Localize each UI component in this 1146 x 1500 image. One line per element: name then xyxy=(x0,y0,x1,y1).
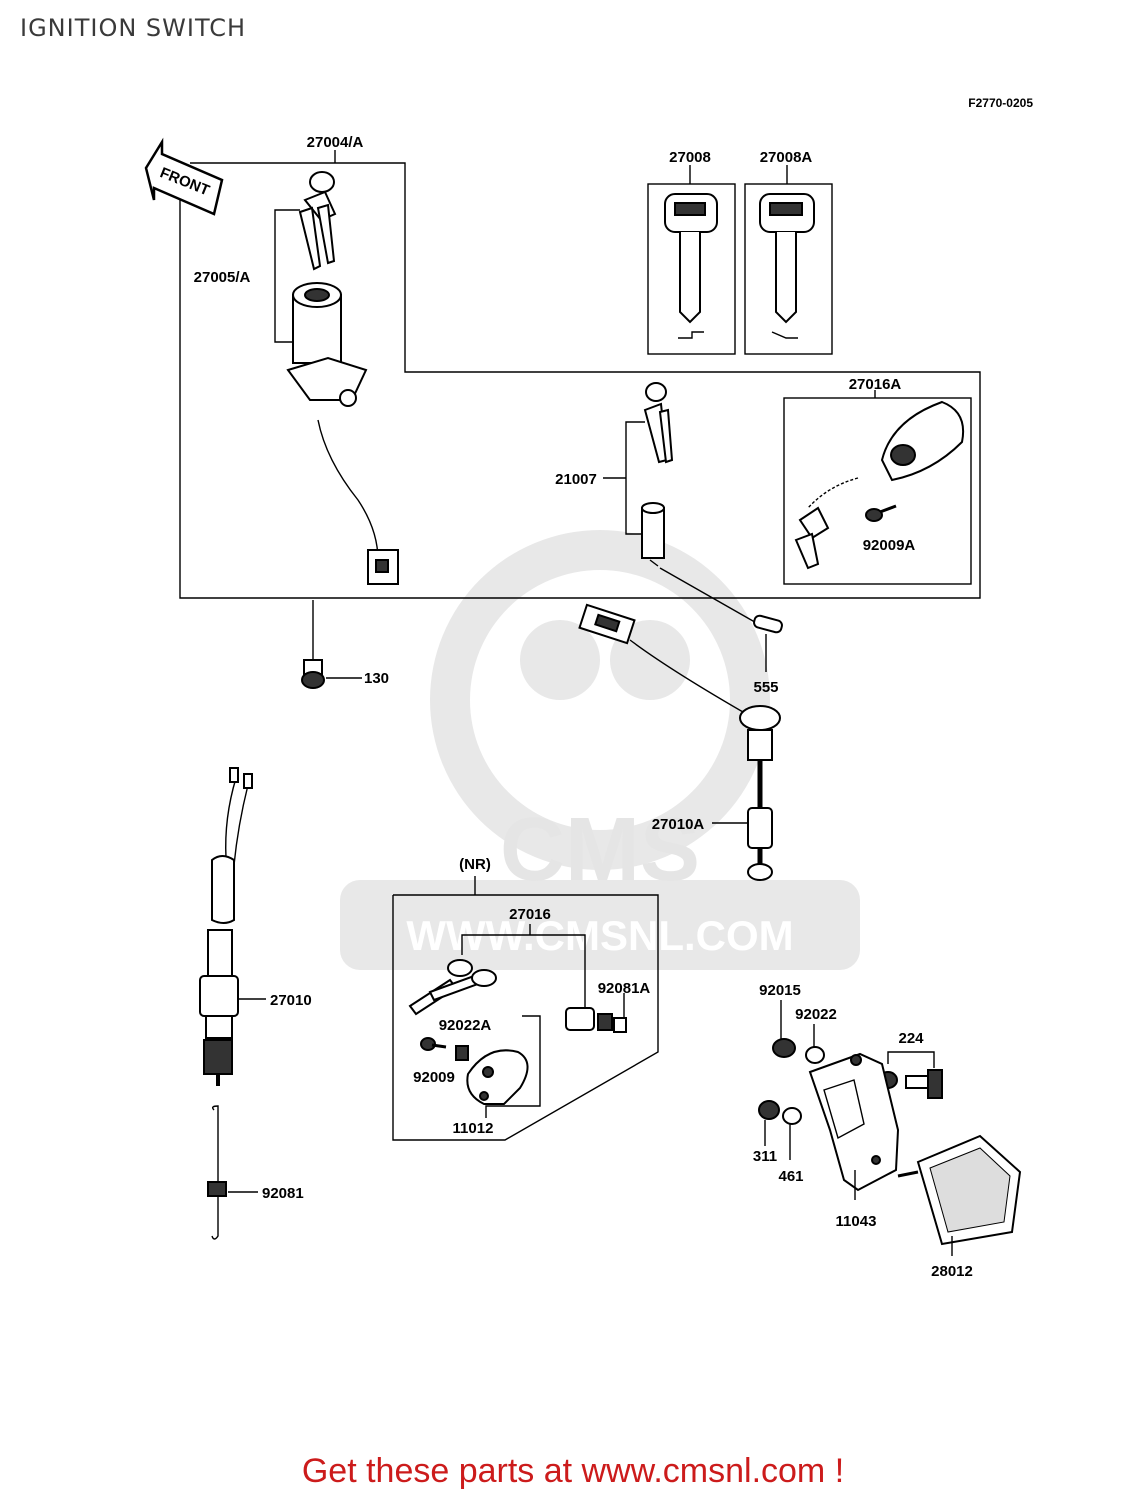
buy-parts-link[interactable]: Get these parts at www.cmsnl.com ! xyxy=(301,1452,845,1490)
label-92022a: 92022A xyxy=(439,1017,492,1034)
plate-11012-icon xyxy=(466,1049,529,1105)
label-27010a: 27010A xyxy=(652,816,705,833)
label-224: 224 xyxy=(898,1030,924,1047)
label-21007: 21007 xyxy=(555,471,597,488)
label-27010: 27010 xyxy=(270,992,312,1009)
spring-92081-icon xyxy=(207,1105,227,1240)
front-arrow-icon: FRONT xyxy=(144,137,224,216)
label-11012: 11012 xyxy=(453,1120,494,1137)
label-555: 555 xyxy=(753,679,778,696)
switch-27010a-icon xyxy=(739,705,781,881)
key-set-icon xyxy=(298,171,337,271)
watermark-brand: CMS xyxy=(500,800,700,900)
washer-92022-icon xyxy=(805,1046,825,1064)
pin-555-icon xyxy=(753,614,783,634)
bolt-130-icon xyxy=(301,659,325,689)
nut-92015-icon xyxy=(772,1038,796,1058)
switch-27010-icon xyxy=(199,767,253,1086)
lock-keys-21007-icon xyxy=(643,382,674,464)
label-27008: 27008 xyxy=(669,149,711,166)
nr-assembly-box xyxy=(392,894,659,1141)
nut-311-icon xyxy=(758,1100,780,1120)
label-27016a: 27016A xyxy=(849,376,902,393)
label-92009: 92009 xyxy=(413,1069,455,1086)
label-27005-a: 27005/A xyxy=(194,269,251,286)
ignition-switch-icon xyxy=(286,282,399,585)
label-28012: 28012 xyxy=(931,1263,973,1280)
key-27008-icon xyxy=(664,193,718,339)
label-130: 130 xyxy=(364,670,389,687)
key-27008a-box xyxy=(744,183,833,355)
label-11043: 11043 xyxy=(836,1213,877,1230)
label-92015: 92015 xyxy=(759,982,801,999)
label-27004-a: 27004/A xyxy=(307,134,364,151)
keys-27016-icon xyxy=(408,959,497,1016)
label-27008a: 27008A xyxy=(760,149,813,166)
label-92081a: 92081A xyxy=(598,980,651,997)
label-92081: 92081 xyxy=(262,1185,304,1202)
seat-lock-27016a-icon xyxy=(794,400,964,570)
screw-92009a-icon xyxy=(865,504,897,522)
watermark: CMS WWW.CMSNL.COM xyxy=(340,530,860,970)
page-title: IGNITION SWITCH xyxy=(20,14,247,42)
washer-461-icon xyxy=(782,1107,802,1125)
label-92009a: 92009A xyxy=(863,537,916,554)
diagram-code: F2770-0205 xyxy=(968,96,1033,110)
reflector-28012-icon xyxy=(897,1134,1022,1246)
label-311: 311 xyxy=(753,1148,777,1165)
small-parts-icon xyxy=(420,1037,469,1061)
label-nr: (NR) xyxy=(459,856,491,873)
seat-lock-27016a-box xyxy=(783,397,972,585)
lock-92081a-icon xyxy=(565,1007,627,1033)
key-27008-box xyxy=(647,183,736,355)
label-27016: 27016 xyxy=(509,906,551,923)
bracket-11043-icon xyxy=(808,1052,900,1192)
label-461: 461 xyxy=(778,1168,803,1185)
label-92022: 92022 xyxy=(795,1006,837,1023)
assembly-frame xyxy=(179,150,981,599)
key-27008a-icon xyxy=(759,193,815,339)
connector-icon xyxy=(578,603,751,717)
lock-cylinder-icon xyxy=(641,502,665,567)
